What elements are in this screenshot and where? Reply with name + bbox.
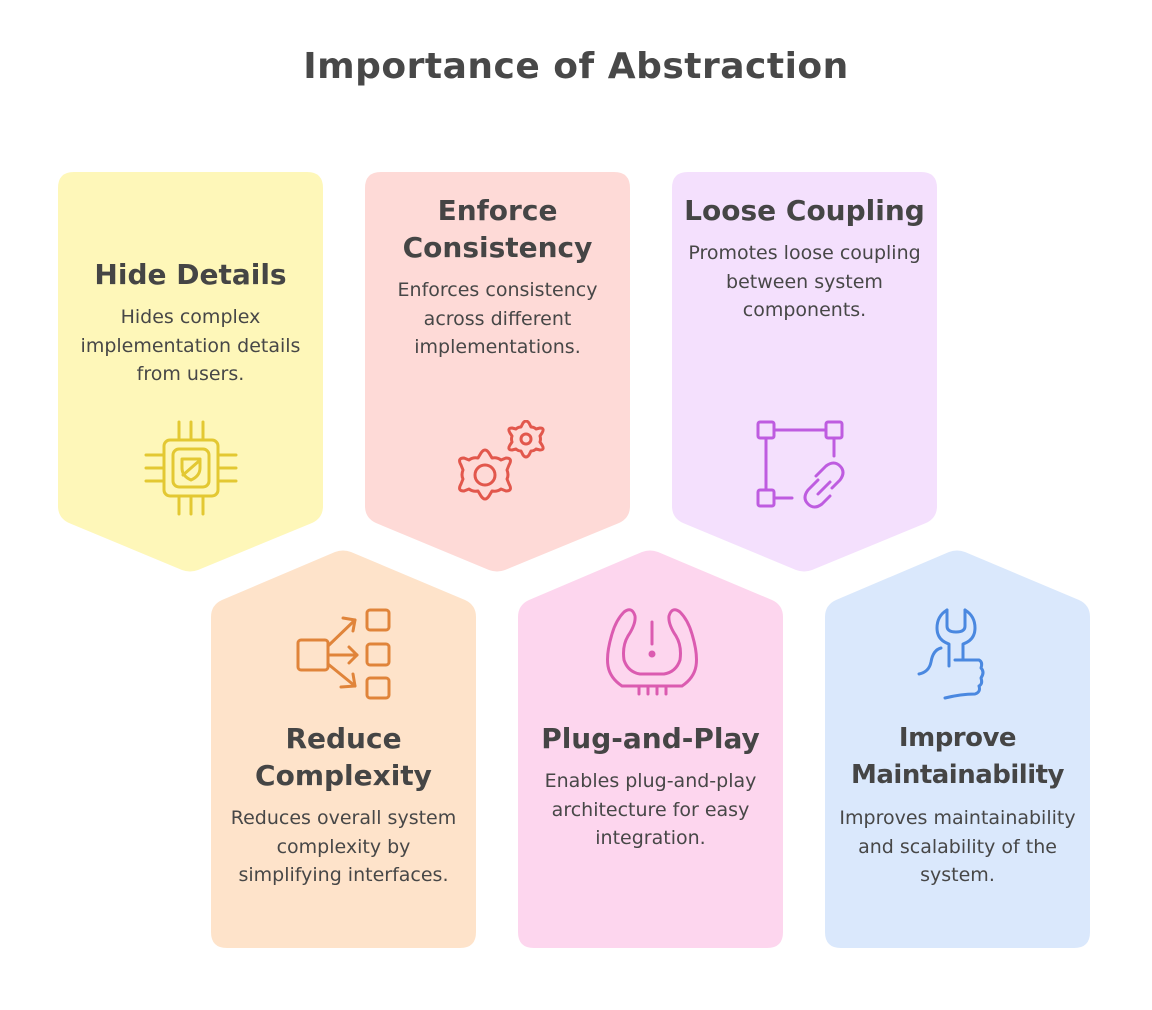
card-improve-maintainability: Improve Maintainability Improves maintai… <box>825 550 1090 950</box>
card-enforce-consistency: Enforce Consistency Enforces consistency… <box>365 172 630 572</box>
card-description: Enables plug-and-play architecture for e… <box>544 770 757 849</box>
page-title: Importance of Abstraction <box>303 46 849 87</box>
card-description: Enforces consistency across different im… <box>397 279 598 358</box>
card-heading: Reduce Complexity <box>255 722 432 792</box>
card-heading: Improve Maintainability <box>850 723 1065 790</box>
card-description: Reduces overall system complexity by sim… <box>230 807 457 886</box>
card-heading: Enforce Consistency <box>402 194 593 264</box>
card-heading: Loose Coupling <box>684 194 925 227</box>
card-heading: Plug-and-Play <box>541 722 760 755</box>
card-description: Hides complex implementation details fro… <box>80 306 301 385</box>
chip-shield-icon <box>144 420 238 516</box>
card-shape <box>211 550 476 948</box>
card-description: Promotes loose coupling between system c… <box>688 242 921 321</box>
hand-wrench-icon <box>917 608 985 700</box>
card-shape <box>825 550 1090 948</box>
card-hide-details: Hide Details Hides complex implementatio… <box>58 172 323 572</box>
card-description: Improves maintainability and scalability… <box>839 807 1076 886</box>
card-shape <box>518 550 783 948</box>
sensor-alert-icon <box>606 608 698 696</box>
card-reduce-complexity: Reduce Complexity Reduces overall system… <box>211 550 476 950</box>
card-shape <box>672 172 937 572</box>
card-plug-and-play: Plug-and-Play Enables plug-and-play arch… <box>518 550 783 950</box>
gears-icon <box>458 420 545 501</box>
card-shape <box>58 172 323 572</box>
distribute-arrows-icon <box>296 608 391 700</box>
linked-nodes-icon <box>756 420 845 509</box>
card-loose-coupling: Loose Coupling Promotes loose coupling b… <box>672 172 937 572</box>
card-shape <box>365 172 630 572</box>
card-heading: Hide Details <box>94 258 287 291</box>
